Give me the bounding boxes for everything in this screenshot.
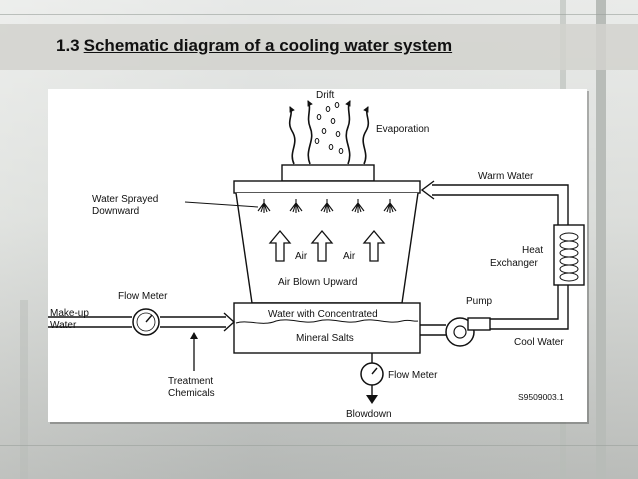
title-bar [0, 24, 638, 70]
drift-label: Drift [316, 90, 335, 101]
pump-pipe [420, 324, 446, 336]
cool-water-label: Cool Water [514, 337, 564, 348]
makeup-water-label-line1: Make-up [50, 308, 89, 319]
water-surface [235, 319, 419, 324]
warm-water-pipe [432, 184, 569, 225]
water-sprayed-leader [184, 201, 259, 208]
blowdown-label: Blowdown [346, 409, 392, 420]
treatment-label-line2: Chemicals [168, 388, 215, 399]
cool-water-pipe [490, 285, 569, 330]
flow-meter-in-gauge [132, 308, 160, 336]
background-line [0, 14, 638, 15]
warm-water-arrowhead [420, 180, 435, 200]
heat-exchanger-label-line1: Heat [522, 245, 543, 256]
air-label-right: Air [343, 251, 356, 262]
basin-label-line2: Mineral Salts [296, 333, 354, 344]
basin [233, 302, 421, 354]
tower-top [281, 164, 375, 182]
tower-header [233, 180, 421, 194]
makeup-water-pipe [48, 312, 236, 332]
air-blown-upward-label: Air Blown Upward [278, 277, 357, 288]
background-post [596, 0, 606, 479]
evaporation-label: Evaporation [376, 124, 429, 135]
air-label-left: Air [295, 251, 308, 262]
water-sprayed-label-line2: Downward [92, 206, 139, 217]
flow-meter-out-label: Flow Meter [388, 370, 438, 381]
cooling-system-diagram: Drift Evaporation Water Spra [48, 90, 585, 420]
water-sprayed-label-line1: Water Sprayed [92, 194, 158, 205]
heat-exchanger [553, 224, 585, 286]
diagram-frame: Drift Evaporation Water Spra [48, 89, 587, 422]
drift-droplets [314, 102, 344, 154]
background-post [20, 300, 28, 479]
evaporation-arrows [288, 100, 370, 165]
figure-code: S9509003.1 [518, 392, 564, 402]
section-number: 1.3 [56, 36, 80, 55]
makeup-water-label-line2: Water [50, 320, 77, 331]
blowdown-arrowhead [366, 395, 378, 404]
warm-water-label: Warm Water [478, 171, 534, 182]
pump-label: Pump [466, 296, 493, 307]
background-line [0, 445, 638, 446]
title-text: Schematic diagram of a cooling water sys… [83, 36, 453, 55]
air-arrows [268, 229, 386, 262]
spray-nozzles [257, 199, 397, 213]
treatment-label-line1: Treatment [168, 376, 213, 387]
flow-meter-out-gauge [360, 362, 384, 386]
basin-label-line1: Water with Concentrated [268, 309, 378, 320]
pump [445, 317, 491, 347]
flow-meter-in-label: Flow Meter [118, 291, 168, 302]
heat-exchanger-label-line2: Exchanger [490, 258, 538, 269]
heat-exchanger-coil [559, 232, 579, 282]
